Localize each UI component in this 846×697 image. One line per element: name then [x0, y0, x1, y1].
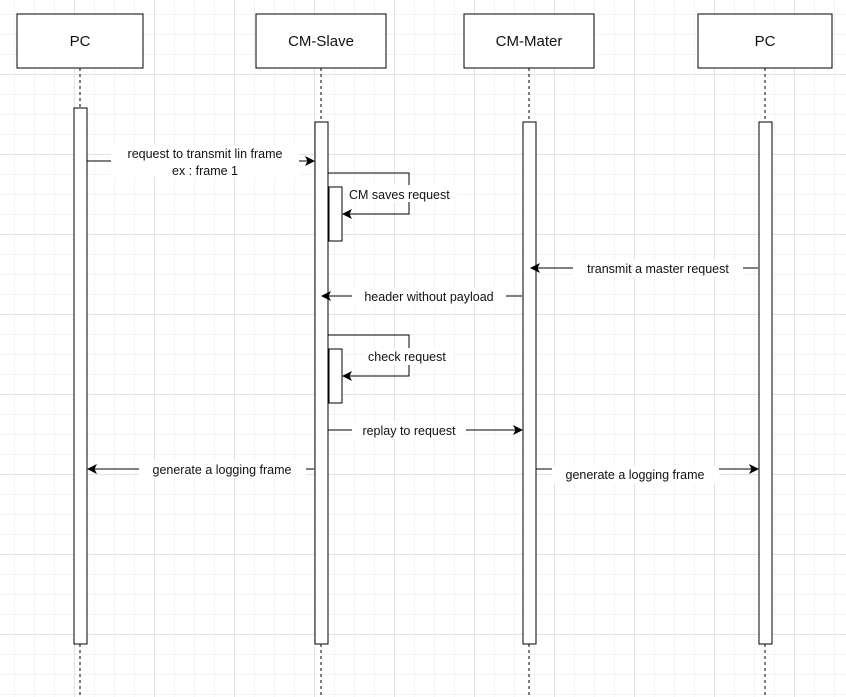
message-label: request to transmit lin frame — [128, 147, 283, 161]
participant-pc-left[interactable]: PC — [16, 13, 144, 697]
message-label: generate a logging frame — [566, 468, 705, 482]
participant-cm-slave[interactable]: CM-Slave — [255, 13, 387, 697]
participant-label-cm-master: CM-Mater — [496, 33, 563, 50]
message-generate-logging-frame-right[interactable]: generate a logging frame — [536, 464, 759, 483]
message-generate-logging-frame-left[interactable]: generate a logging frame — [87, 461, 314, 478]
message-transmit-master-request[interactable]: transmit a master request — [530, 260, 758, 277]
activation-pc-left — [73, 107, 88, 645]
self-message-label: CM saves request — [349, 188, 450, 202]
message-label: transmit a master request — [587, 262, 729, 276]
message-label-line2: ex : frame 1 — [172, 164, 238, 178]
activation-cm-master — [522, 121, 537, 645]
message-replay-to-request[interactable]: replay to request — [328, 422, 523, 439]
message-label: generate a logging frame — [153, 463, 292, 477]
activation-pc-right — [758, 121, 773, 645]
message-label: header without payload — [364, 290, 493, 304]
activation-cm-slave-nested-2 — [328, 348, 343, 404]
participant-pc-right[interactable]: PC — [697, 13, 833, 697]
activation-cm-slave-nested-1 — [328, 186, 343, 242]
participant-label-pc-right: PC — [755, 33, 776, 50]
activation-cm-slave — [314, 121, 329, 645]
participant-label-cm-slave: CM-Slave — [288, 33, 354, 50]
self-message-check-request[interactable]: check request — [328, 334, 453, 381]
participant-label-pc-left: PC — [70, 33, 91, 50]
message-label: replay to request — [362, 424, 456, 438]
message-request-transmit[interactable]: request to transmit lin frame ex : frame… — [87, 145, 315, 178]
self-message-cm-saves-request[interactable]: CM saves request — [328, 172, 458, 219]
participant-cm-master[interactable]: CM-Mater — [463, 13, 595, 697]
self-message-label: check request — [368, 350, 446, 364]
message-header-without-payload[interactable]: header without payload — [321, 288, 522, 305]
